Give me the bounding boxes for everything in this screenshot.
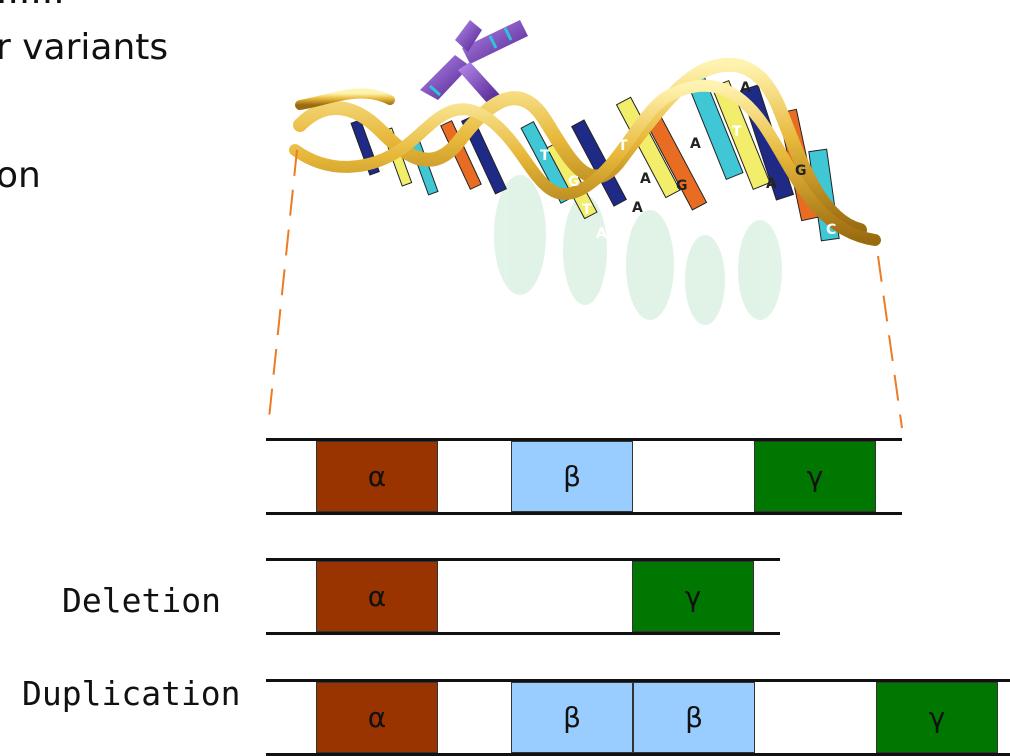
helix-backbone bbox=[289, 57, 881, 246]
zoom-lines bbox=[267, 149, 903, 429]
base-letter-5: T bbox=[618, 138, 628, 154]
gene-beta-copy-2: β bbox=[633, 682, 755, 753]
headline-line-on: on bbox=[0, 155, 41, 196]
helix-reflection bbox=[494, 175, 782, 325]
gene-gamma-label: γ bbox=[806, 460, 824, 493]
gene-alpha: α bbox=[316, 561, 438, 632]
gene-track-deletion: α γ bbox=[266, 558, 780, 635]
gene-beta-copy-1: β bbox=[511, 682, 633, 753]
gene-gamma: γ bbox=[876, 682, 998, 753]
gene-alpha-label: α bbox=[367, 460, 387, 493]
base-letter-8: T bbox=[672, 238, 682, 254]
base-letter-13: T bbox=[732, 124, 742, 140]
gene-gamma-label: γ bbox=[928, 701, 946, 734]
label-duplication: Duplication bbox=[22, 674, 241, 713]
chromosome-icon bbox=[420, 20, 528, 104]
gene-alpha: α bbox=[316, 441, 438, 512]
base-letter-3: T bbox=[582, 202, 592, 218]
base-letter-2: G bbox=[568, 174, 580, 190]
gene-beta-label: β bbox=[563, 701, 581, 734]
gene-track-original: α β γ bbox=[266, 438, 902, 515]
headline-line-variants: r variants bbox=[0, 27, 169, 68]
base-letter-6: A bbox=[640, 171, 651, 187]
label-deletion: Deletion bbox=[62, 581, 221, 620]
base-letter-15: G bbox=[795, 163, 807, 179]
headline-cropped-top: ...... bbox=[0, 0, 65, 10]
base-letters: T G T A T A A T T A G A T A G C bbox=[540, 80, 836, 254]
gene-track-duplication: α β β γ bbox=[266, 679, 1010, 756]
base-letter-12: A bbox=[740, 80, 751, 96]
base-letter-14: A bbox=[766, 176, 777, 192]
gene-gamma-label: γ bbox=[684, 580, 702, 613]
base-letter-7: A bbox=[632, 200, 643, 216]
base-letter-1: T bbox=[540, 148, 550, 164]
base-letter-16: C bbox=[826, 222, 836, 238]
base-letter-10: A bbox=[690, 136, 701, 152]
gene-gamma: γ bbox=[632, 561, 754, 632]
base-letter-11: G bbox=[676, 178, 688, 194]
base-letter-9: T bbox=[682, 118, 692, 134]
gene-beta-label: β bbox=[563, 460, 581, 493]
gene-alpha: α bbox=[316, 682, 438, 753]
base-letter-4: A bbox=[596, 226, 607, 242]
gene-beta-label: β bbox=[685, 701, 703, 734]
gene-alpha-label: α bbox=[367, 580, 387, 613]
gene-gamma: γ bbox=[754, 441, 876, 512]
gene-beta: β bbox=[511, 441, 633, 512]
gene-alpha-label: α bbox=[367, 701, 387, 734]
